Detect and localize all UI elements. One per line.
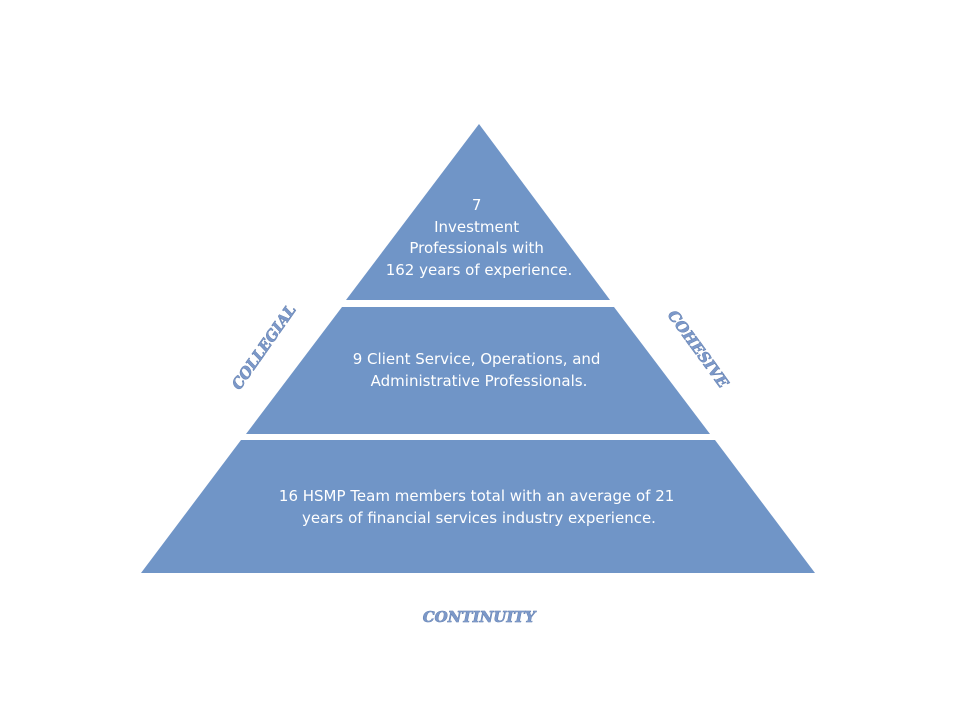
- tier-top-line-3: Professionals with: [409, 239, 544, 257]
- tier-top-line-4: 162 years of experience.: [386, 261, 573, 279]
- tier-bottom-shape: [141, 440, 815, 573]
- tier-middle-line-2: Administrative Professionals.: [371, 372, 588, 390]
- tier-bottom-line-1: 16 HSMP Team members total with an avera…: [279, 487, 674, 505]
- label-cohesive: COHESIVE: [664, 307, 733, 392]
- tier-bottom-text: 16 HSMP Team members total with an avera…: [279, 487, 679, 527]
- tier-top: 7 Investment Professionals with 162 year…: [346, 124, 610, 300]
- tier-middle-shape: [246, 307, 710, 434]
- tier-middle: 9 Client Service, Operations, and Admini…: [246, 307, 710, 434]
- tier-top-line-2: Investment: [434, 218, 519, 236]
- tier-top-shape: [346, 124, 610, 300]
- tier-middle-text: 9 Client Service, Operations, and Admini…: [353, 350, 605, 390]
- label-continuity: CONTINUITY: [423, 608, 537, 626]
- tier-top-text: 7 Investment Professionals with 162 year…: [386, 196, 573, 279]
- tier-bottom: 16 HSMP Team members total with an avera…: [141, 440, 815, 573]
- tier-bottom-line-2: years of financial services industry exp…: [302, 509, 656, 527]
- tier-top-line-1: 7: [472, 196, 482, 214]
- tier-middle-line-1: 9 Client Service, Operations, and: [353, 350, 601, 368]
